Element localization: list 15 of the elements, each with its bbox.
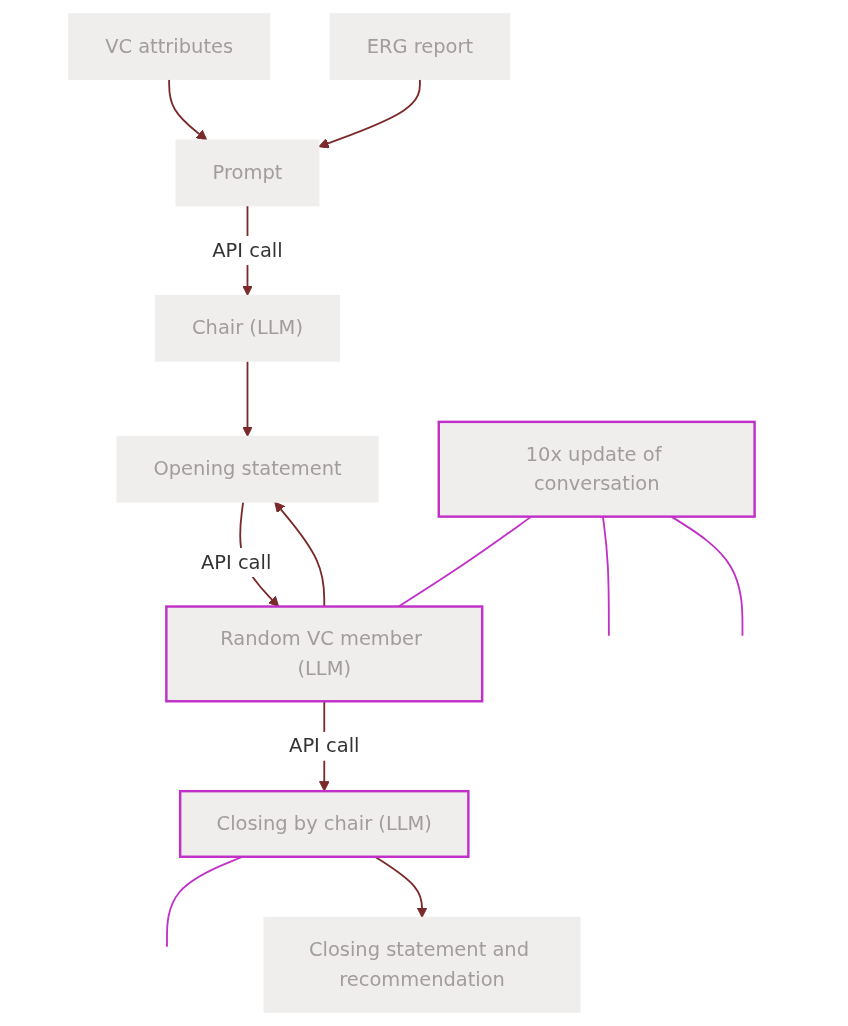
node-box: Prompt xyxy=(175,139,320,207)
node-box: Opening statement xyxy=(116,435,379,503)
arrow xyxy=(242,360,253,437)
arrow xyxy=(168,78,208,141)
edge-label: API call xyxy=(289,734,360,758)
edge-label: API call xyxy=(212,238,283,262)
node-box: Closing by chair (LLM) xyxy=(179,789,470,858)
node-box: ERG report xyxy=(329,13,511,80)
arrow xyxy=(318,78,422,149)
node-box: Chair (LLM) xyxy=(155,294,341,362)
node-box: Random VC member (LLM) xyxy=(165,605,484,703)
node-box: 10x update of conversation xyxy=(437,420,756,518)
edge-label: API call xyxy=(201,550,272,574)
node-box: VC attributes xyxy=(68,13,271,80)
node-box: Closing statement and recommendation xyxy=(263,916,581,1013)
